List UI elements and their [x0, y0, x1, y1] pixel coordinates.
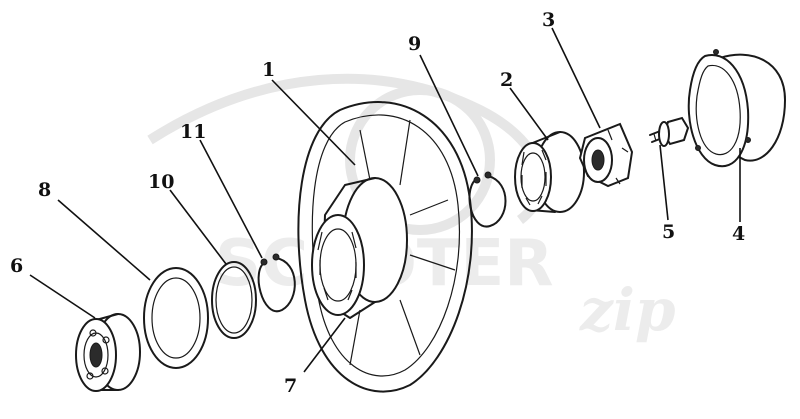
- label-5: 5: [662, 221, 675, 243]
- part-4-cover: [687, 49, 787, 168]
- leader-8: [57, 199, 151, 281]
- part-7-clutch-hub: [311, 214, 365, 316]
- cage-rollers: [521, 149, 547, 206]
- leader-10: [169, 189, 227, 265]
- clutch-rollers: [317, 231, 357, 301]
- part-9-circlip: [468, 171, 507, 228]
- label-4: 4: [732, 223, 745, 245]
- coupler-bore: [591, 149, 605, 171]
- plate-rim: [311, 114, 461, 377]
- label-1: 1: [262, 59, 275, 81]
- leader-2: [509, 87, 549, 141]
- ring-outer: [211, 261, 257, 339]
- plate-spokes: [320, 119, 456, 366]
- leader-5: [659, 144, 669, 221]
- part-5-bolt: [649, 116, 690, 147]
- part-labels: 1 2 3 4 5 6 7 8 9 10 11: [10, 9, 745, 397]
- leader-11: [199, 139, 263, 259]
- watermark: SCOOTER zip: [147, 73, 676, 344]
- leader-7: [303, 317, 346, 373]
- leader-9: [419, 54, 479, 177]
- label-11: 11: [180, 121, 206, 143]
- circlip-body: [257, 257, 296, 313]
- label-7: 7: [284, 375, 297, 397]
- washer-inner: [151, 277, 201, 359]
- circlip-9-body: [468, 175, 507, 228]
- part-10-ring: [211, 261, 257, 339]
- washer-outer: [143, 267, 209, 369]
- plate-outer: [297, 101, 473, 393]
- leader-1: [271, 79, 356, 166]
- leader-6: [29, 274, 96, 319]
- bolt-washer: [658, 121, 670, 147]
- label-9: 9: [408, 33, 421, 55]
- leader-lines: [29, 27, 741, 373]
- label-2: 2: [500, 69, 513, 91]
- label-6: 6: [10, 255, 23, 277]
- leader-3: [551, 27, 601, 129]
- bearing-bore: [89, 342, 103, 368]
- ring-inner: [215, 266, 253, 334]
- watermark-suffix: zip: [579, 276, 676, 344]
- cage-inner: [520, 152, 546, 202]
- part-3-coupler: [578, 122, 634, 188]
- part-8-washer: [143, 267, 209, 369]
- cover-flange-inner: [695, 64, 741, 156]
- label-8: 8: [38, 179, 51, 201]
- part-6-bearing: [75, 313, 141, 392]
- label-3: 3: [542, 9, 555, 31]
- label-10: 10: [148, 171, 174, 193]
- part-11-circlip: [257, 253, 296, 313]
- part-2-roller-cage: [514, 131, 585, 213]
